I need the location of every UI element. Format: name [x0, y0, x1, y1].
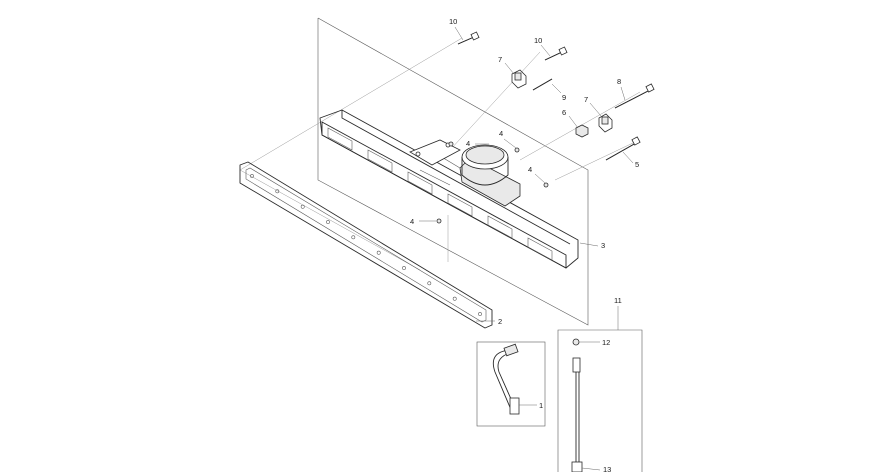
projection-plane: [317, 17, 589, 326]
gasket-hole: [275, 189, 280, 194]
callout-labels: 10 10 7 9 8 7 6 4 4 4 4 5 3 2 11 12 1 13: [410, 17, 639, 472]
gasket-hole: [478, 312, 482, 316]
bolt-8: [614, 83, 655, 109]
manifold-port: [407, 171, 433, 195]
bolt-10-lower: [544, 46, 568, 61]
manifold-port: [327, 127, 353, 151]
gasket-hole: [452, 296, 457, 301]
clamp-7-right: [598, 113, 613, 133]
washer-4-d: [436, 218, 442, 224]
manifold-port: [527, 237, 553, 261]
callout-12: 12: [602, 338, 610, 347]
callout-9: 9: [562, 93, 566, 102]
callout-4-d: 4: [410, 217, 414, 226]
gasket-hole: [250, 174, 254, 178]
callout-2: 2: [498, 317, 502, 326]
clamp-7-left: [511, 69, 527, 89]
manifold-port: [487, 215, 513, 239]
leader-lines: [419, 26, 634, 322]
gasket-hole: [326, 220, 330, 224]
gasket-hole: [351, 235, 356, 240]
nut-6: [575, 124, 589, 138]
gasket-hole: [427, 281, 432, 286]
gasket-part-2: [239, 161, 493, 329]
manifold-port: [367, 149, 393, 173]
callout-4-a: 4: [466, 139, 470, 148]
gasket-hole: [376, 250, 381, 255]
stud-9: [532, 78, 553, 91]
callout-11: 11: [614, 296, 622, 305]
callout-7-b: 7: [584, 95, 588, 104]
callout-13: 13: [603, 465, 611, 472]
gasket-hole: [300, 204, 305, 209]
exhaust-manifold-part-3: [319, 109, 579, 269]
callout-1: 1: [539, 401, 543, 410]
washer-4-c: [543, 182, 549, 188]
bolt-10-upper: [457, 31, 480, 45]
callout-3: 3: [601, 241, 605, 250]
washer-4-a: [448, 141, 454, 147]
gasket-hole: [402, 266, 406, 270]
callout-5: 5: [635, 160, 639, 169]
manifold-port: [447, 193, 473, 217]
callout-10-b: 10: [534, 36, 542, 45]
callout-7-a: 7: [498, 55, 502, 64]
detail-box-sensor: [476, 341, 546, 427]
fasteners: [436, 31, 655, 224]
callout-4-b: 4: [499, 129, 503, 138]
callout-4-c: 4: [528, 165, 532, 174]
callout-10-a: 10: [449, 17, 457, 26]
bolt-5: [605, 136, 641, 161]
callout-6: 6: [562, 108, 566, 117]
washer-4-b: [514, 147, 520, 153]
callout-8: 8: [617, 77, 621, 86]
detail-box-hose: [557, 306, 643, 472]
